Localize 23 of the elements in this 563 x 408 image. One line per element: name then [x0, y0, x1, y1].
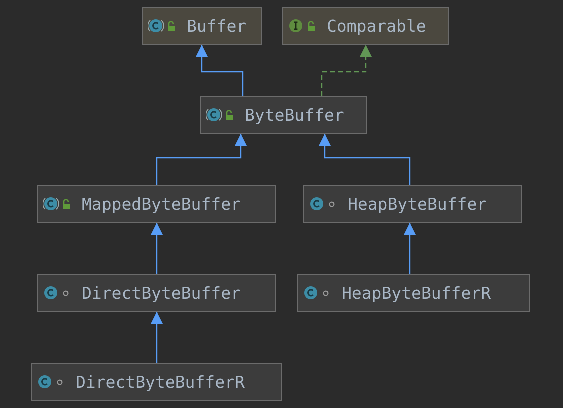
- class-box: [37, 274, 276, 312]
- class-box: [297, 274, 530, 312]
- class-box: [37, 185, 276, 223]
- class-box: [31, 363, 282, 401]
- class-name: DirectByteBufferR: [76, 372, 245, 392]
- class-box: [303, 185, 522, 223]
- class-name: ByteBuffer: [245, 106, 344, 124]
- class-box: [200, 96, 367, 134]
- inheritance-arrow: [321, 45, 372, 96]
- class-name: MappedByteBuffer: [82, 194, 241, 214]
- class-name: HeapByteBufferR: [342, 284, 492, 302]
- class-name: DirectByteBuffer: [82, 284, 241, 302]
- class-box: [282, 7, 449, 45]
- inheritance-arrow: [196, 45, 244, 96]
- inheritance-arrow: [404, 223, 416, 274]
- class-name: Comparable: [327, 16, 426, 36]
- inheritance-arrow: [156, 134, 247, 185]
- class-box: [142, 7, 262, 45]
- inheritance-arrow: [151, 312, 163, 363]
- class-name: Buffer: [187, 16, 247, 36]
- inheritance-arrow: [319, 134, 411, 185]
- class-name: HeapByteBuffer: [348, 194, 488, 214]
- inheritance-arrow: [151, 223, 163, 274]
